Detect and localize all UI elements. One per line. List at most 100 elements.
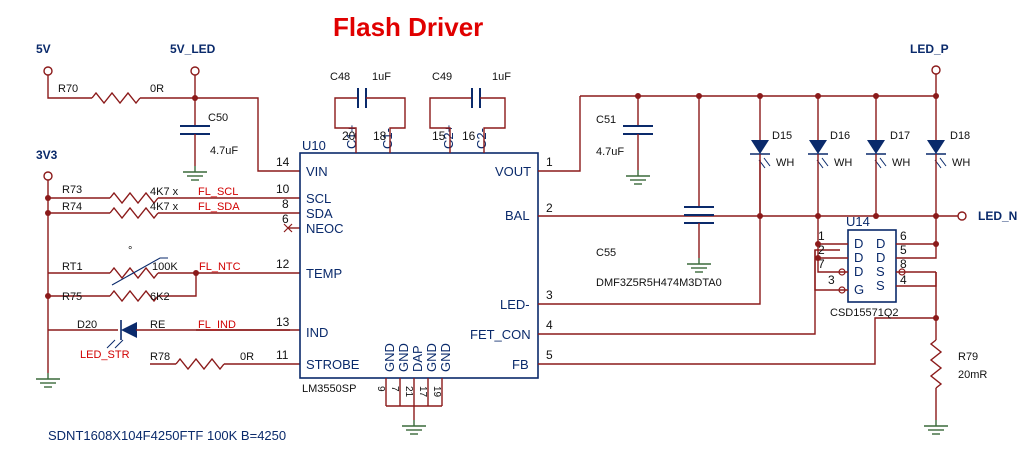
u14-pin-name: S bbox=[876, 278, 885, 293]
u14-part: CSD15571Q2 bbox=[830, 307, 899, 319]
u10-pin-num: 6 bbox=[282, 212, 289, 226]
u10-pin-name: C1- bbox=[380, 128, 395, 149]
d15-color: WH bbox=[776, 157, 794, 169]
u14-pin-name: G bbox=[854, 282, 864, 297]
u14-pin-name: D bbox=[854, 250, 863, 265]
d16-color: WH bbox=[834, 157, 852, 169]
r78-ref: R78 bbox=[150, 351, 170, 363]
signal-re: RE bbox=[150, 319, 165, 331]
u10-pin-name: C2+ bbox=[441, 125, 456, 149]
u14-pin-num: 2 bbox=[818, 243, 825, 257]
u10-pin-name: SDA bbox=[306, 206, 333, 221]
d20-led bbox=[120, 320, 137, 340]
u10-pin-num: 16 bbox=[462, 129, 476, 143]
net-label-5v-led: 5V_LED bbox=[170, 42, 216, 56]
u10-pin-name: GND bbox=[424, 343, 439, 372]
d18-color: WH bbox=[952, 157, 970, 169]
u10-pin-num: 10 bbox=[276, 182, 290, 196]
c50-ref: C50 bbox=[208, 112, 228, 124]
u10-pin-num: 12 bbox=[276, 257, 290, 271]
u10-pin-num: 18 bbox=[373, 129, 387, 143]
port-led-p bbox=[931, 65, 941, 75]
c48-ref: C48 bbox=[330, 71, 350, 83]
u10-pin-name: SCL bbox=[306, 191, 331, 206]
port-3v3 bbox=[43, 171, 53, 181]
u10-pin-name: GND bbox=[382, 343, 397, 372]
u14-chip-body bbox=[847, 229, 897, 303]
rt1-value: 100K bbox=[152, 261, 178, 273]
u10-part: LM3550SP bbox=[302, 383, 356, 395]
r73-ref: R73 bbox=[62, 184, 82, 196]
u14-pin-name: S bbox=[876, 264, 885, 279]
u10-pin-num: 2 bbox=[546, 201, 553, 215]
net-label-led-p: LED_P bbox=[910, 42, 949, 56]
d15-ref: D15 bbox=[772, 130, 792, 142]
u10-pin-name: NEOC bbox=[306, 221, 344, 236]
u14-pin-num: 7 bbox=[818, 257, 825, 271]
port-led-n bbox=[957, 211, 967, 221]
c55-value: DMF3Z5R5H474M3DTA0 bbox=[596, 277, 722, 289]
signal-fl-sda: FL_SDA bbox=[198, 201, 240, 213]
u14-pin-num: 8 bbox=[900, 257, 907, 271]
schematic-title: Flash Driver bbox=[333, 12, 483, 42]
r79-ref: R79 bbox=[958, 351, 978, 363]
net-label-5v: 5V bbox=[36, 42, 51, 56]
u10-pin-num: 3 bbox=[546, 288, 553, 302]
u10-pin-name: TEMP bbox=[306, 266, 342, 281]
signal-fl-scl: FL_SCL bbox=[198, 186, 238, 198]
port-5v bbox=[43, 66, 53, 76]
u14-pin-num: 5 bbox=[900, 243, 907, 257]
r79-value: 20mR bbox=[958, 369, 987, 381]
r74-ref: R74 bbox=[62, 201, 82, 213]
r75-value: 6K2 bbox=[150, 291, 170, 303]
u14-pin-num: 3 bbox=[828, 273, 835, 287]
r79-resistor bbox=[929, 339, 943, 389]
u14-pin-name: D bbox=[876, 250, 885, 265]
u14-ref: U14 bbox=[846, 214, 870, 229]
signal-fl-ntc: FL_NTC bbox=[199, 261, 241, 273]
d17-color: WH bbox=[892, 157, 910, 169]
u10-pin-num: 4 bbox=[546, 318, 553, 332]
u14-pin-name: D bbox=[854, 264, 863, 279]
c51-ref: C51 bbox=[596, 114, 616, 126]
u10-chip-body bbox=[299, 152, 539, 379]
rt1-ref: RT1 bbox=[62, 261, 83, 273]
thermistor-footnote: SDNT1608X104F4250FTF 100K B=4250 bbox=[48, 428, 286, 443]
u14-pin-num: 6 bbox=[900, 229, 907, 243]
r78-value: 0R bbox=[240, 351, 254, 363]
u10-pin-name: FB bbox=[512, 357, 529, 372]
u10-pin-name: IND bbox=[306, 325, 328, 340]
c51-value: 4.7uF bbox=[596, 146, 624, 158]
u10-pin-num: 5 bbox=[546, 348, 553, 362]
net-label-3v3: 3V3 bbox=[36, 148, 58, 162]
u10-pin-num: 20 bbox=[342, 129, 356, 143]
rt1-temp-mark: ° bbox=[128, 245, 132, 257]
d18-ref: D18 bbox=[950, 130, 970, 142]
u10-pin-name: VIN bbox=[306, 164, 328, 179]
u10-pin-name: GND bbox=[438, 343, 453, 372]
signal-led-str: LED_STR bbox=[80, 349, 130, 361]
u10-pin-num: 14 bbox=[276, 155, 290, 169]
u10-ref: U10 bbox=[302, 138, 326, 153]
u14-pin-name: D bbox=[854, 236, 863, 251]
r70-value: 0R bbox=[150, 83, 164, 95]
u10-pin-name: C1+ bbox=[344, 125, 359, 149]
r70-resistor bbox=[91, 91, 141, 105]
r74-value: 4K7 x bbox=[150, 201, 179, 213]
u10-pin-num: 19 bbox=[431, 386, 442, 398]
d20-ref: D20 bbox=[77, 319, 97, 331]
c48-value: 1uF bbox=[372, 71, 391, 83]
u10-pin-name: FET_CON bbox=[470, 327, 531, 342]
u10-pin-num: 11 bbox=[276, 348, 289, 362]
u14-pin-num: 1 bbox=[818, 229, 825, 243]
u10-pin-num: 17 bbox=[417, 386, 428, 398]
u10-pin-name: VOUT bbox=[495, 164, 531, 179]
u10-pin-name: GND bbox=[396, 343, 411, 372]
u10-pin-num: 1 bbox=[546, 155, 553, 169]
u10-pin-num: 9 bbox=[375, 386, 386, 392]
u10-pin-num: 7 bbox=[389, 386, 400, 392]
c49-value: 1uF bbox=[492, 71, 511, 83]
c55-ref: C55 bbox=[596, 247, 616, 259]
u10-pin-name: STROBE bbox=[306, 357, 360, 372]
